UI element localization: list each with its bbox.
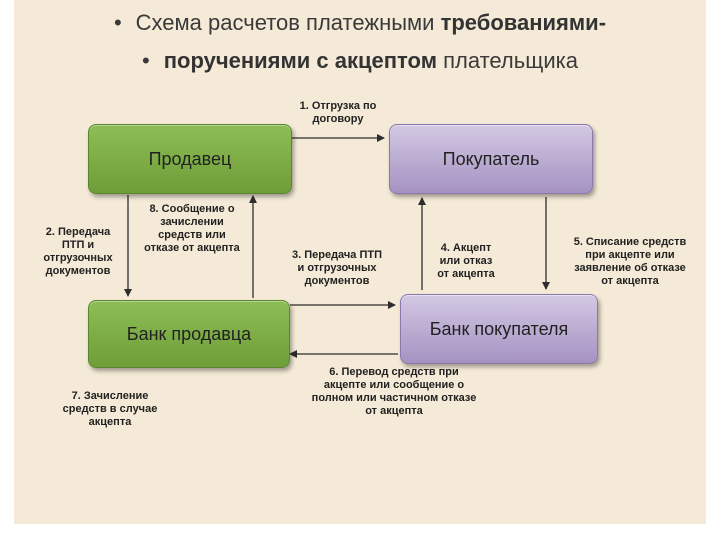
buyer-node: Покупатель xyxy=(389,124,593,194)
slide-background xyxy=(14,0,706,524)
step-6-label: 6. Перевод средств при акцепте или сообщ… xyxy=(311,366,477,417)
title-text-plain-2: плательщика xyxy=(436,48,578,73)
buyer-bank-label: Банк покупателя xyxy=(429,318,569,339)
step-8-label: 8. Сообщение о зачислении средств или от… xyxy=(144,203,240,254)
step-7-label: 7. Зачисление средств в случае акцепта xyxy=(62,390,158,428)
step-3-label: 3. Передача ПТП и отгрузочных документов xyxy=(291,249,382,287)
title-text-bold-2: поручениями с акцептом xyxy=(163,48,437,73)
step-4-label: 4. Акцепт или отказ от акцепта xyxy=(437,242,495,280)
title-line-2: • поручениями с акцептом плательщика xyxy=(0,48,720,74)
step-5-label: 5. Списание средств при акцепте или заяв… xyxy=(573,236,687,287)
step-1-label: 1. Отгрузка по договору xyxy=(299,100,377,125)
buyer-bank-node: Банк покупателя xyxy=(400,294,598,364)
title-line-1: • Схема расчетов платежными требованиями- xyxy=(0,10,720,36)
seller-bank-label: Банк продавца xyxy=(126,323,252,344)
title-text-bold: требованиями- xyxy=(440,10,607,35)
title-text-plain: Схема расчетов платежными xyxy=(135,10,441,35)
seller-label: Продавец xyxy=(148,148,232,169)
bullet-icon: • xyxy=(113,10,122,35)
buyer-label: Покупатель xyxy=(442,148,540,169)
bullet-icon: • xyxy=(142,48,150,73)
step-2-label: 2. Передача ПТП и отгрузочных документов xyxy=(43,226,113,277)
seller-bank-node: Банк продавца xyxy=(88,300,290,368)
seller-node: Продавец xyxy=(88,124,292,194)
